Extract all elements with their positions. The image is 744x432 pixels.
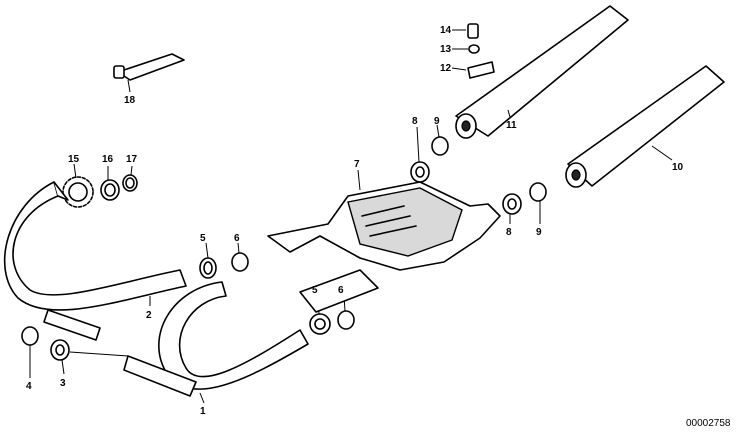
callout-11: 11 — [506, 120, 517, 131]
callout-12: 12 — [440, 63, 452, 74]
callout-5b: 5 — [312, 285, 318, 296]
part-6-seal-lower — [337, 295, 355, 330]
part-17-ring — [122, 165, 138, 192]
callout-4: 4 — [26, 381, 32, 392]
part-10-silencer-lower — [565, 65, 725, 188]
callout-18: 18 — [124, 95, 136, 106]
pipe-section-left — [43, 309, 101, 341]
part-18-bracket — [113, 53, 185, 93]
callout-13: 13 — [440, 44, 452, 55]
callout-1: 1 — [200, 406, 206, 417]
part-8-clamp-upper — [410, 126, 430, 183]
part-12-bracket — [451, 61, 495, 79]
part-5-clamp-upper — [199, 242, 217, 279]
part-4-clamp — [21, 326, 39, 378]
part-3-clamp — [50, 339, 129, 375]
part-14-bolt — [452, 23, 479, 39]
part-15-seal-rosette — [62, 163, 94, 208]
part-9-seal-right — [529, 182, 547, 224]
part-9-seal-upper — [431, 124, 449, 156]
callout-2: 2 — [146, 310, 152, 321]
part-2-exhaust-pipe-upper — [3, 181, 187, 311]
callout-3: 3 — [60, 378, 66, 389]
callout-15: 15 — [68, 154, 80, 165]
callout-10: 10 — [672, 162, 684, 173]
part-13-washer — [452, 44, 480, 54]
callout-16: 16 — [102, 154, 114, 165]
part-6-seal-upper — [231, 242, 249, 272]
part-1-exhaust-pipe-lower — [123, 281, 309, 404]
part-8-clamp-right — [502, 193, 522, 224]
callout-9a: 9 — [434, 116, 440, 127]
callout-6b: 6 — [338, 285, 344, 296]
callout-5a: 5 — [200, 233, 206, 244]
callout-8a: 8 — [412, 116, 418, 127]
callout-8b: 8 — [506, 227, 512, 238]
callout-17: 17 — [126, 154, 138, 165]
callout-7: 7 — [354, 159, 360, 170]
part-16-ring — [100, 166, 120, 201]
part-7-central-silencer — [267, 169, 501, 313]
part-11-silencer-upper — [455, 5, 629, 139]
drawing-number: 00002758 — [686, 418, 731, 429]
callout-6a: 6 — [234, 233, 240, 244]
callout-9b: 9 — [536, 227, 542, 238]
callout-14: 14 — [440, 25, 452, 36]
